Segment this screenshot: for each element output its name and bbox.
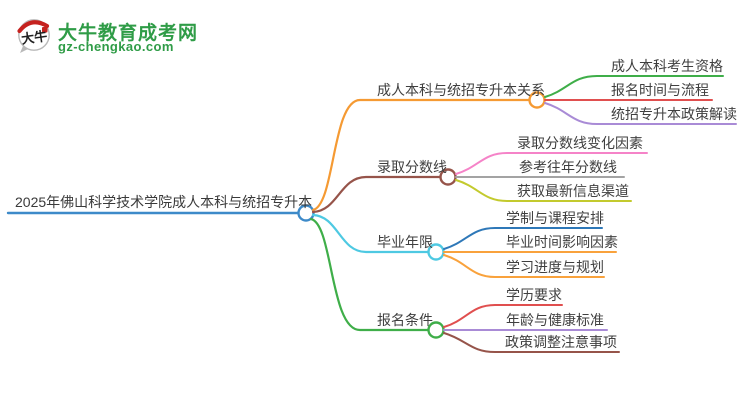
site-logo: 大牛 大牛教育成考网 gz-chengkao.com <box>14 12 254 64</box>
branch-1-line <box>311 98 530 212</box>
branch-3-line <box>311 213 430 254</box>
branch-4-child-3-line <box>443 332 620 353</box>
branch-4-child-1-label: 学历要求 <box>506 287 562 303</box>
logo-bubble-tail <box>20 46 28 53</box>
branch-2-child-1-label: 录取分数线变化因素 <box>517 135 643 151</box>
branch-1-label: 成人本科与统招专升本关系 <box>377 82 545 98</box>
logo-bubble <box>18 19 50 51</box>
site-url: gz-chengkao.com <box>58 39 174 54</box>
branch-3-label: 毕业年限 <box>377 234 433 250</box>
branch-3-child-1-label: 学制与课程安排 <box>506 210 604 226</box>
branch-2-child-2-label: 参考往年分数线 <box>519 159 617 175</box>
branch-2-child-1-line <box>455 152 648 175</box>
branch-1-child-3-line <box>544 102 737 125</box>
logo-icon-text: 大牛 <box>20 28 48 46</box>
daniu-seal-icon: 大牛 <box>17 19 50 53</box>
branch-1-child-2-label: 报名时间与流程 <box>611 82 709 98</box>
branch-1-child-1-line <box>544 75 724 98</box>
logo-red-seal <box>42 27 48 33</box>
branch-4-child-2-label: 年龄与健康标准 <box>506 312 604 328</box>
branch-2-child-3-line <box>455 179 632 202</box>
branch-2-label: 录取分数线 <box>377 159 447 175</box>
branch-3-child-2-label: 毕业时间影响因素 <box>506 234 618 250</box>
site-name: 大牛教育成考网 <box>58 23 199 44</box>
branch-4-label: 报名条件 <box>377 312 433 328</box>
branch-1-child-1-label: 成人本科考生资格 <box>611 58 723 74</box>
branch-3-child-3-line <box>443 254 605 278</box>
root-label: 2025年佛山科学技术学院成人本科与统招专升本 <box>15 194 313 210</box>
branch-2-child-3-label: 获取最新信息渠道 <box>517 183 629 199</box>
branch-4-child-3-label: 政策调整注意事项 <box>505 334 617 350</box>
branch-4-line <box>309 217 430 332</box>
branch-3-child-1-line <box>443 227 603 250</box>
branch-2-line <box>311 175 442 214</box>
branch-4-child-1-line <box>443 304 563 328</box>
branch-3-child-3-label: 学习进度与规划 <box>506 259 604 275</box>
branch-1-child-3-label: 统招专升本政策解读 <box>611 106 737 122</box>
logo-red-arc <box>17 20 50 34</box>
